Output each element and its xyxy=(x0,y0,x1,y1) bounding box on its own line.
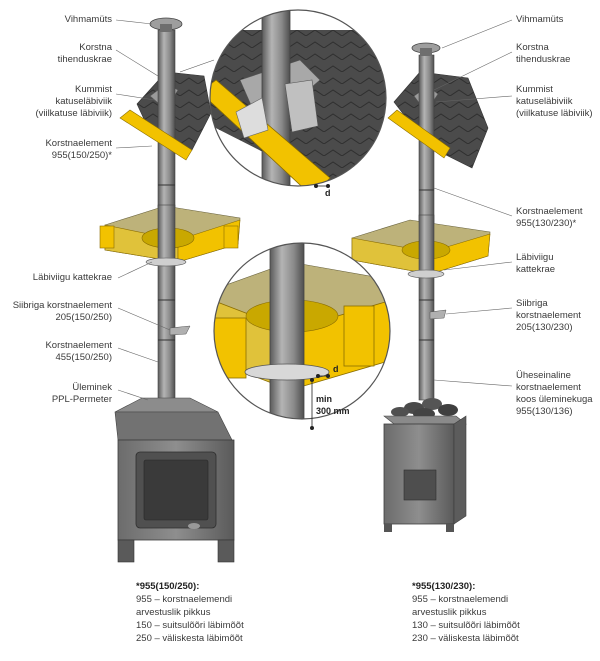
right-ceiling-passthrough xyxy=(351,214,491,279)
label-left-korstnaelement455: Korstnaelement 455(150/250) xyxy=(45,340,112,364)
label-line: Korstnaelement xyxy=(516,206,583,217)
label-right-korstnaelement: Korstnaelement 955(130/230)* xyxy=(516,206,583,230)
left-damper-handle xyxy=(169,325,191,336)
label-line: katuseläbiviik xyxy=(55,96,113,107)
label-right-tihenduskrae: Korstna tihenduskrae xyxy=(516,42,570,66)
right-rafter xyxy=(387,109,451,159)
detail-roof-passthrough xyxy=(209,9,387,188)
label-line: Vihmamüts xyxy=(64,14,112,25)
label-line: 955(150/250)* xyxy=(51,150,112,161)
label-left-kattekrae: Läbiviigu kattekrae xyxy=(33,272,112,284)
label-line: Siibriga korstnaelement xyxy=(12,300,112,311)
left-rafter xyxy=(119,109,193,161)
label-right-katuselabiviik: Kummist katuseläbiviik (viilkatuse läbiv… xyxy=(516,84,593,120)
label-line: Vihmamüts xyxy=(516,14,564,25)
label-left-tihenduskrae: Korstna tihenduskrae xyxy=(58,42,112,66)
right-sauna-stove xyxy=(383,398,467,532)
label-line: tihenduskrae xyxy=(57,54,112,65)
note-heading: *955(130/230): xyxy=(412,581,476,592)
note-line: 130 – suitsulõõri läbimõõt xyxy=(412,620,520,631)
detail-ceiling-passthrough xyxy=(213,242,391,430)
label-line: Korstna xyxy=(79,42,112,53)
note-line: 230 – väliskesta läbimõõt xyxy=(412,633,519,644)
left-chimney xyxy=(99,17,241,563)
label-line: Korstna xyxy=(516,42,549,53)
label-line: Läbiviigu xyxy=(516,252,554,263)
note-line: 250 – väliskesta läbimõõt xyxy=(136,633,243,644)
left-ceiling-passthrough xyxy=(99,204,241,267)
label-line: 205(130/230) xyxy=(516,322,573,333)
label-line: Korstnaelement xyxy=(45,138,112,149)
label-left-katuselabiviik: Kummist katuseläbiviik (viilkatuse läbiv… xyxy=(35,84,112,120)
note-line: 150 – suitsulõõri läbimõõt xyxy=(136,620,244,631)
detail-min-value: 300 mm xyxy=(316,406,350,416)
label-line: korstnaelement xyxy=(516,382,581,393)
left-stove xyxy=(114,397,235,563)
note-line: 955 – korstnaelemendi xyxy=(136,594,233,605)
note-heading: *955(150/250): xyxy=(136,581,200,592)
label-line: kattekrae xyxy=(516,264,556,275)
right-chimney xyxy=(351,42,491,532)
note-right: *955(130/230): 955 – korstnaelemendi arv… xyxy=(412,580,520,645)
right-damper-handle xyxy=(429,309,447,320)
label-line: 955(130/230)* xyxy=(516,218,577,229)
label-line: 955(130/136) xyxy=(516,406,573,417)
label-line: Siibriga xyxy=(516,298,548,309)
label-line: Kummist xyxy=(516,84,553,95)
detail-min-label: min xyxy=(316,394,333,404)
label-right-siibriga: Siibriga korstnaelement 205(130/230) xyxy=(516,298,581,334)
leader-lines xyxy=(115,19,513,401)
label-right-vihmamuts: Vihmamüts xyxy=(516,14,563,26)
label-line: Kummist xyxy=(75,84,112,95)
label-line: tihenduskrae xyxy=(516,54,571,65)
label-left-siibriga: Siibriga korstnaelement 205(150/250) xyxy=(13,300,112,324)
note-left: *955(150/250): 955 – korstnaelemendi arv… xyxy=(136,580,244,645)
detail-bottom-d-label: d xyxy=(333,364,339,374)
label-line: (viilkatuse läbiviik) xyxy=(35,108,112,119)
label-line: Üheseinaline xyxy=(516,370,571,381)
detail-top-d-label: d xyxy=(325,188,331,198)
label-line: korstnaelement xyxy=(516,310,581,321)
label-left-korstnaelement: Korstnaelement 955(150/250)* xyxy=(45,138,112,162)
note-line: arvestuslik pikkus xyxy=(136,607,211,618)
label-right-uheseinaline: Üheseinaline korstnaelement koos ülemine… xyxy=(516,370,593,418)
label-line: Korstnaelement xyxy=(45,340,112,351)
label-left-vihmamuts: Vihmamüts xyxy=(65,14,112,26)
note-line: arvestuslik pikkus xyxy=(412,607,487,618)
label-line: koos üleminekuga xyxy=(516,394,593,405)
label-line: Läbiviigu kattekrae xyxy=(32,272,112,283)
label-line: PPL-Permeter xyxy=(51,394,112,405)
label-line: 205(150/250) xyxy=(55,312,112,323)
label-line: Üleminek xyxy=(72,382,112,393)
label-line: (viilkatuse läbiviik) xyxy=(516,108,593,119)
label-line: 455(150/250) xyxy=(55,352,112,363)
label-line: katuseläbiviik xyxy=(516,96,573,107)
label-left-uleminek: Üleminek PPL-Permeter xyxy=(52,382,112,406)
label-right-kattekrae: Läbiviigu kattekrae xyxy=(516,252,555,276)
note-line: 955 – korstnaelemendi xyxy=(412,594,509,605)
